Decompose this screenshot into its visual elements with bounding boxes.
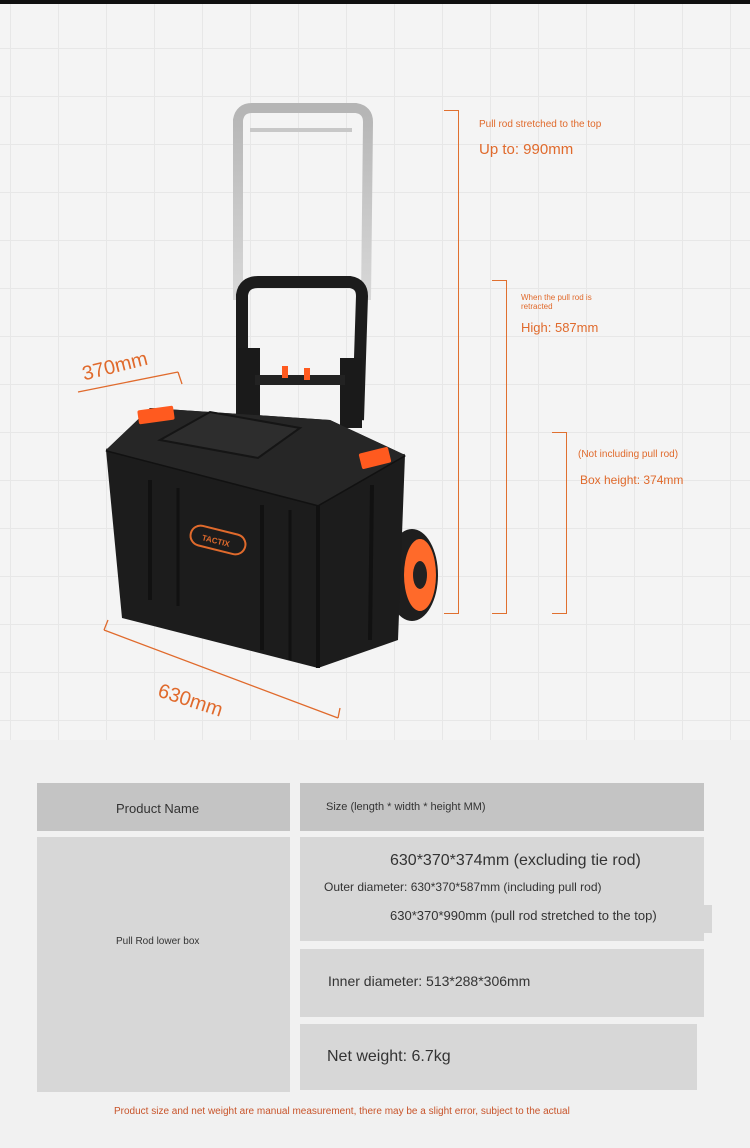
- header-size-cell: [300, 783, 704, 831]
- inner-size: Inner diameter: 513*288*306mm: [328, 973, 531, 989]
- weight-cell: [300, 1024, 697, 1090]
- box-caption: (Not including pull rod): [578, 449, 679, 460]
- stretched-value: Up to: 990mm: [479, 141, 574, 158]
- retracted-caption: When the pull rod is retracted: [521, 293, 592, 311]
- latch-right: [358, 447, 392, 469]
- header-product-name: Product Name: [116, 801, 200, 816]
- retracted-value: High: 587mm: [521, 320, 599, 335]
- net-weight: Net weight: 6.7kg: [327, 1048, 451, 1065]
- extended-handle: [233, 103, 374, 301]
- toolbox-illustration: TACTIX: [77, 103, 438, 719]
- header-size: Size (length * width * height MM): [326, 801, 486, 813]
- inner-size-cell: [300, 949, 704, 1017]
- brand-logo: [189, 524, 247, 556]
- latch-left: [137, 405, 175, 425]
- retracted-height-bracket: [492, 280, 507, 614]
- product-name-cell: [37, 837, 290, 1092]
- stretched-caption: Pull rod stretched to the top: [479, 119, 602, 130]
- top-border: [0, 0, 750, 4]
- box-value: Box height: 374mm: [580, 473, 684, 487]
- product-name: Pull Rod lower box: [116, 936, 200, 947]
- footer-note: Product size and net weight are manual m…: [114, 1106, 570, 1117]
- header-product-name-cell: [37, 783, 290, 831]
- outer-size-line-3: 630*370*990mm (pull rod stretched to the…: [390, 908, 657, 923]
- box-height-bracket: [552, 432, 567, 614]
- stretched-height-bracket: [444, 110, 459, 614]
- retracted-handle: [236, 276, 369, 421]
- outer-size-line-1: 630*370*374mm (excluding tie rod): [390, 852, 641, 869]
- outer-size-line-2: Outer diameter: 630*370*587mm (including…: [324, 880, 602, 894]
- outer-size-cell-extension: [380, 905, 712, 933]
